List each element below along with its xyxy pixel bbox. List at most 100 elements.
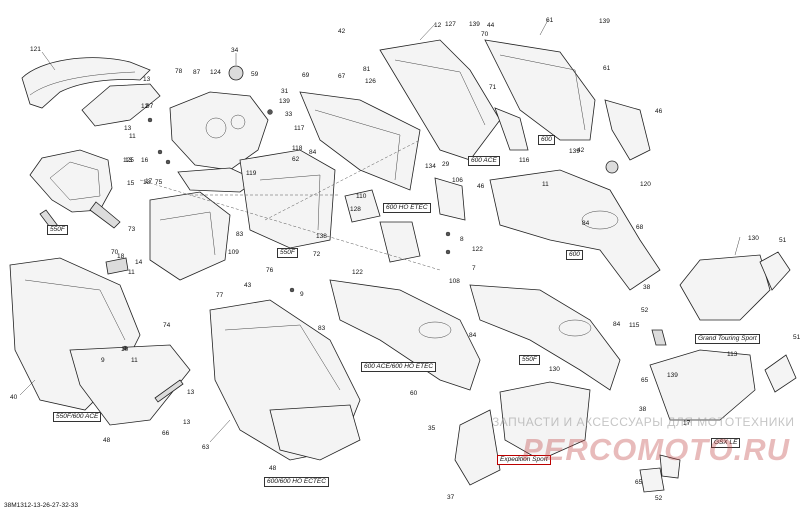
part-13-panel (81, 83, 161, 127)
callout-number: 61 (546, 17, 554, 24)
part-67-side-panel (299, 91, 421, 191)
callout-number: 12 (434, 22, 442, 29)
part-66-strap (154, 379, 184, 403)
callout-number: 61 (603, 65, 611, 72)
part-48-lower-panel (69, 344, 191, 426)
callout-number: 8 (460, 236, 464, 243)
watermark-text: ЗАПЧАСТИ И АКСЕССУАРЫ ДЛЯ МОТОТЕХНИКИ (492, 415, 795, 429)
callout-number: 65 (635, 479, 643, 486)
callout-number: 71 (489, 84, 497, 91)
callout-number: 113 (727, 351, 738, 358)
part-124-dash (169, 91, 269, 171)
part-130-windshield-2 (499, 381, 591, 461)
diagram-reference-id: 38M1312-13-26-27-32-33 (4, 502, 79, 509)
callout-number: 84 (309, 149, 317, 156)
part-81-panel (379, 39, 501, 161)
callout-number: 84 (469, 332, 477, 339)
part-125-bracket (89, 201, 121, 229)
variant-tag-600-ho-etec: 600 HO ETEC (383, 203, 431, 213)
callout-number: 9 (101, 357, 105, 364)
callout-number: 52 (655, 495, 663, 502)
callout-number: 11 (128, 269, 135, 276)
callout-number: 139 (599, 18, 610, 25)
part-37-panel (454, 409, 501, 486)
callout-number: 12 (141, 103, 149, 110)
callout-number: 37 (447, 494, 455, 501)
callout-number: 139 (469, 21, 480, 28)
callout-number: 127 (445, 21, 456, 28)
callout-number: 17 (683, 420, 691, 427)
callout-number: 126 (365, 78, 376, 85)
callout-number: 65 (641, 377, 649, 384)
callout-number: 13 (187, 389, 195, 396)
callout-number: 83 (318, 325, 326, 332)
callout-number: 46 (655, 108, 663, 115)
part-113-windshield (649, 349, 756, 421)
callout-number: 42 (577, 147, 585, 154)
callout-number: 134 (425, 163, 436, 170)
callout-number: 110 (356, 193, 367, 200)
callout-number: 63 (202, 444, 210, 451)
part-72-panel (239, 149, 336, 249)
part-34-gauge (228, 65, 244, 81)
watermark-logo: PERCOMOTO.RU (522, 432, 791, 467)
callout-number: 121 (30, 46, 41, 53)
callout-number: 52 (641, 307, 649, 314)
callout-number: 72 (313, 251, 321, 258)
callout-number: 139 (569, 148, 580, 155)
callout-number: 7 (472, 265, 476, 272)
part-125-windshield-frame (29, 149, 113, 213)
callout-number: 15 (127, 180, 135, 187)
callout-number: 10 (121, 346, 129, 353)
callout-number: 97 (146, 103, 154, 110)
callout-number: 138 (316, 233, 327, 240)
callout-number: 13 (143, 76, 151, 83)
variant-tag-600-2: 600 (566, 250, 583, 260)
callout-number: 31 (281, 88, 289, 95)
callout-number: 14 (135, 259, 143, 266)
part-73-panel (149, 191, 231, 281)
callout-number: 77 (216, 292, 224, 299)
part-52-mirror (659, 454, 681, 479)
part-130-windshield (679, 254, 771, 321)
callout-number: 17 (145, 178, 153, 185)
callout-number: 84 (613, 321, 621, 328)
callout-number: 119 (246, 170, 257, 177)
callout-number: 122 (352, 269, 363, 276)
part-46-bracket-2 (379, 221, 421, 263)
callout-number: 106 (452, 177, 463, 184)
callout-number: 13 (125, 157, 133, 164)
callout-number: 75 (155, 179, 163, 186)
part-51-mirror (759, 251, 791, 291)
callout-number: 62 (292, 156, 300, 163)
callout-number: 11 (129, 133, 136, 140)
callout-number: 109 (228, 249, 239, 256)
part-128-bracket (344, 189, 381, 223)
callout-number: 59 (251, 71, 259, 78)
callout-number: 51 (793, 334, 800, 341)
callout-number: 70 (481, 31, 489, 38)
part-61-panel (484, 39, 596, 141)
callout-number: 73 (128, 226, 136, 233)
callout-number: 44 (487, 22, 495, 29)
callout-number: 130 (748, 235, 759, 242)
callout-number: 128 (350, 206, 361, 213)
variant-tag-600-600-ho-ectec: 600/600 HO ECTEC (264, 477, 329, 487)
variant-tag-600-ace-600-ho-etec: 600 ACE/600 HO ETEC (361, 362, 437, 372)
part-121-panel (21, 57, 151, 109)
callout-number: 87 (193, 69, 201, 76)
part-116-bracket (494, 107, 529, 151)
callout-number: 116 (519, 157, 530, 164)
callout-number: 78 (175, 68, 183, 75)
part-51-mirror-2 (764, 354, 797, 393)
variant-tag-550f-600-ace: 550F/600 ACE (53, 412, 102, 422)
callout-number: 51 (779, 237, 787, 244)
variant-tag-550f-2: 550F (277, 248, 298, 258)
callout-number: 13 (143, 179, 151, 186)
callout-number: 117 (294, 125, 305, 132)
callout-number: 29 (442, 161, 450, 168)
callout-number: 74 (163, 322, 171, 329)
callout-number: 81 (363, 66, 371, 73)
callout-number: 11 (542, 181, 549, 188)
